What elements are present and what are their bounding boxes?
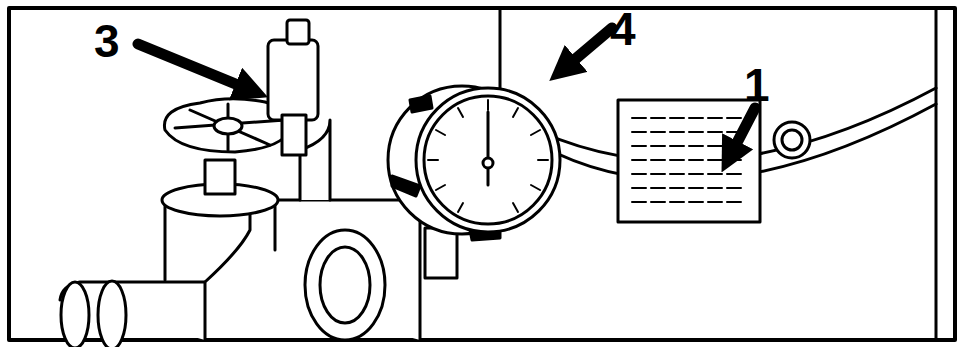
- callout-number: 4: [610, 6, 636, 52]
- name-plate: [618, 100, 760, 222]
- leader-arrow: [560, 28, 612, 72]
- gauge-stem: [425, 228, 457, 278]
- tank-wall: [935, 8, 938, 340]
- frame-border: [9, 8, 955, 340]
- leader-arrow: [138, 44, 255, 92]
- valve-body: [205, 200, 420, 340]
- outlet-flange: [305, 230, 385, 340]
- relief-valve: [268, 40, 318, 120]
- tank-wall: [499, 8, 502, 95]
- leader-arrow: [728, 108, 755, 160]
- gauge-face: [416, 88, 560, 232]
- relief-valve-cap: [287, 20, 309, 44]
- gauge-needle: [487, 112, 490, 185]
- callout-number: 1: [744, 62, 770, 108]
- callout-number: 3: [94, 18, 120, 64]
- tank-fitting: [774, 122, 810, 158]
